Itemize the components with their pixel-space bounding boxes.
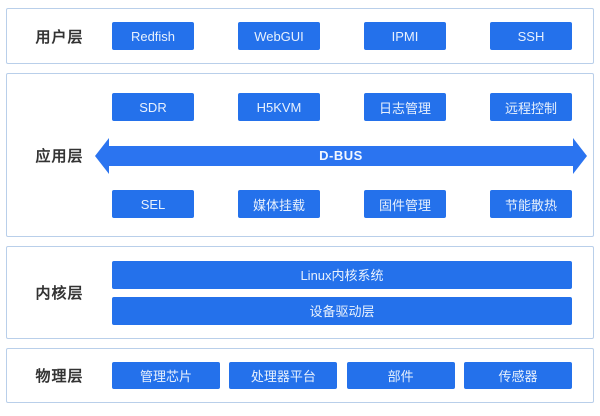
box-sel: SEL (112, 190, 194, 218)
panel-kernel-layer: 内核层 Linux内核系统 设备驱动层 (6, 246, 594, 339)
box-ssh: SSH (490, 22, 572, 50)
box-management-chip: 管理芯片 (112, 362, 220, 389)
box-redfish: Redfish (112, 22, 194, 50)
application-layer-top-row: SDR H5KVM 日志管理 远程控制 (112, 93, 572, 121)
arrow-head-left-icon (95, 137, 109, 174)
arrow-head-right-icon (573, 137, 587, 174)
box-remote-control: 远程控制 (490, 93, 572, 121)
box-ipmi: IPMI (364, 22, 446, 50)
dbus-arrow-label: D-BUS (109, 145, 573, 166)
box-sdr: SDR (112, 93, 194, 121)
application-layer-bottom-row: SEL 媒体挂载 固件管理 节能散热 (112, 190, 572, 218)
box-media-mount: 媒体挂载 (238, 190, 320, 218)
physical-layer-row: 管理芯片 处理器平台 部件 传感器 (112, 362, 572, 389)
layer-label-kernel: 内核层 (35, 285, 84, 302)
layer-label-application: 应用层 (35, 147, 84, 165)
panel-physical-layer: 物理层 管理芯片 处理器平台 部件 传感器 (6, 348, 594, 403)
box-sensors: 传感器 (463, 362, 572, 389)
bar-linux-kernel-system: Linux内核系统 (112, 260, 572, 289)
layer-label-physical: 物理层 (35, 368, 84, 385)
application-layer-content: SDR H5KVM 日志管理 远程控制 D-BUS SEL 媒体挂载 固件管理 … (95, 74, 587, 236)
dbus-arrow: D-BUS (95, 137, 587, 174)
box-log-management: 日志管理 (364, 93, 446, 121)
user-layer-content: Redfish WebGUI IPMI SSH (112, 9, 572, 63)
kernel-layer-content: Linux内核系统 设备驱动层 (112, 247, 572, 338)
box-energy-saving-cooling: 节能散热 (490, 190, 572, 218)
box-webgui: WebGUI (238, 22, 320, 50)
panel-user-layer: 用户层 Redfish WebGUI IPMI SSH (6, 8, 594, 64)
box-h5kvm: H5KVM (238, 93, 320, 121)
physical-layer-content: 管理芯片 处理器平台 部件 传感器 (112, 349, 572, 402)
layer-label-user: 用户层 (35, 28, 84, 46)
box-firmware-management: 固件管理 (364, 190, 446, 218)
user-layer-row: Redfish WebGUI IPMI SSH (112, 22, 572, 50)
panel-application-layer: 应用层 SDR H5KVM 日志管理 远程控制 D-BUS SEL 媒体挂载 固… (6, 73, 594, 237)
box-components: 部件 (346, 362, 455, 389)
bar-device-driver-layer: 设备驱动层 (112, 296, 572, 325)
box-processor-platform: 处理器平台 (229, 362, 338, 389)
